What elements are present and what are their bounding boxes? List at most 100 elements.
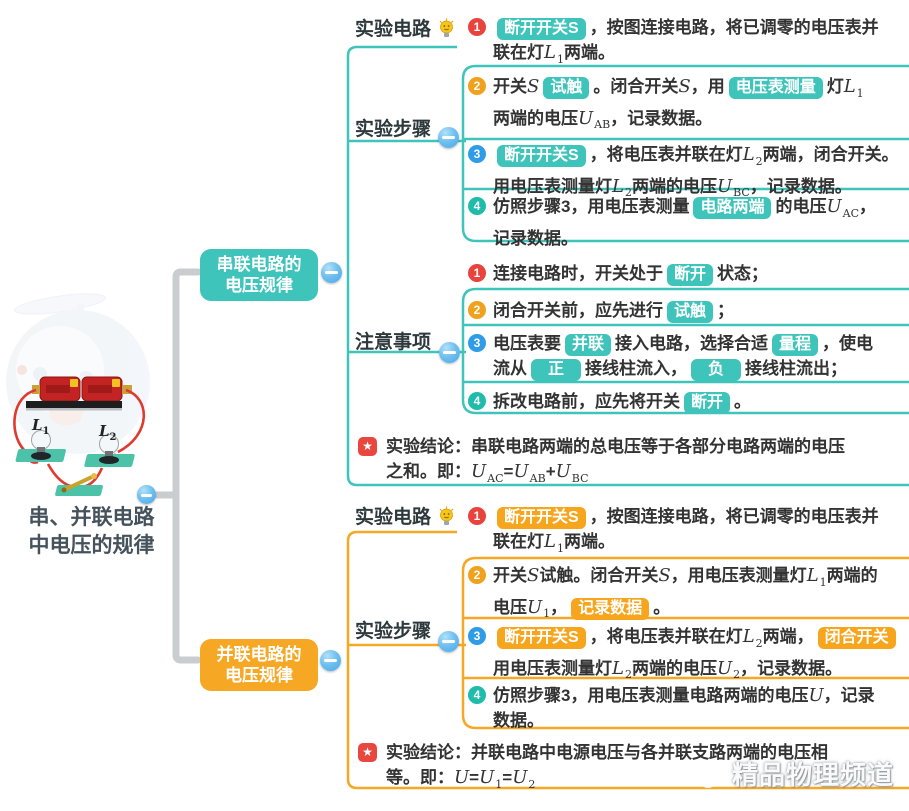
series-circuit-section[interactable]: 实验电路	[355, 14, 455, 41]
root-title-line2: 中电压的规律	[28, 534, 155, 557]
formula-variable: UBC	[555, 461, 589, 485]
parallel-conclusion[interactable]: ★ 实验结论：并联电路中电源电压与各并联支路两端的电压相等。即：U=U1=U2	[358, 740, 828, 797]
step-text: 断开开关S，将电压表并联在灯L2两端，闭合开关。用电压表测量灯L2两端的电压UB…	[493, 144, 899, 200]
formula-variable: L1	[806, 565, 827, 589]
formula-variable: U1	[527, 596, 551, 621]
watermark-text: 精品物理频道	[732, 760, 895, 790]
parallel-branch-node[interactable]: 并联电路的 电压规律	[200, 639, 318, 691]
highlight-chip: 记录数据	[571, 597, 650, 620]
parallel-circuit-label: 实验电路	[355, 507, 432, 528]
step-text: 断开开关S，按图连接电路，将已调零的电压表并联在灯L1两端。	[493, 18, 879, 66]
note-text: 连接电路时，开关处于断开状态；	[493, 261, 768, 286]
lamp1-label: L1	[32, 416, 50, 437]
lamp2-label: L2	[99, 422, 117, 443]
conclusion-text: 实验结论：串联电路两端的总电压等于各部分电路两端的电压之和。即：UAC=UAB+…	[386, 437, 845, 485]
formula-variable: L1	[544, 42, 564, 66]
formula-variable: U2	[512, 767, 536, 791]
series-conclusion[interactable]: ★ 实验结论：串联电路两端的总电压等于各部分电路两端的电压之和。即：UAC=UA…	[358, 434, 845, 491]
highlight-chip: 断开开关S	[497, 507, 586, 529]
series-steps-section[interactable]: 实验步骤	[355, 114, 431, 141]
highlight-chip: 断开	[667, 264, 714, 286]
root-collapse-button[interactable]	[137, 485, 156, 504]
note-number-badge: 3	[468, 334, 486, 352]
highlight-chip: 断开开关S	[497, 145, 586, 167]
formula-variable: U1	[479, 767, 503, 791]
series-note-4[interactable]: 4 拆改电路前，应先将开关断开。	[468, 389, 751, 414]
step-number-badge: 3	[468, 627, 486, 645]
step-text: 开关S试触。闭合开关S，用电压表测量灯L1两端的电压U1，记录数据。	[493, 565, 878, 621]
formula-variable: L1	[843, 76, 864, 100]
series-notes-label: 注意事项	[355, 332, 432, 353]
highlight-chip: 试触	[667, 301, 714, 323]
formula-variable: L2	[742, 144, 763, 168]
series-branch-node[interactable]: 串联电路的 电压规律	[200, 249, 318, 301]
circuit-photo	[6, 293, 150, 496]
highlight-chip: 断开	[684, 392, 731, 414]
step-number-badge: 2	[468, 566, 486, 584]
step-text: 断开开关S，按图连接电路，将已调零的电压表并联在灯L1两端。	[493, 507, 879, 555]
formula-variable: L2	[742, 626, 763, 650]
root-topic[interactable]: 串、并联电路 中电压的规律	[4, 504, 179, 560]
series-notes-collapse-button[interactable]	[439, 342, 460, 363]
note-number-badge: 4	[468, 392, 486, 410]
note-text: 电压表要并联接入电路，选择合适量程，使电流从正接线柱流入，负接线柱流出；	[493, 331, 873, 381]
series-step-4[interactable]: 4 仿照步骤3，用电压表测量电路两端的电压UAC，记录数据。	[468, 194, 876, 251]
parallel-step-1[interactable]: 1 断开开关S，按图连接电路，将已调零的电压表并联在灯L1两端。	[468, 504, 879, 561]
highlight-chip: 断开开关S	[497, 18, 586, 40]
step-text: 仿照步骤3，用电压表测量电路两端的电压UAC，记录数据。	[493, 196, 877, 248]
series-steps-collapse-button[interactable]	[438, 127, 459, 148]
parallel-step-4[interactable]: 4 仿照步骤3，用电压表测量电路两端的电压U，记录数据。	[468, 683, 875, 733]
highlight-chip: 正	[531, 359, 582, 381]
series-note-3[interactable]: 3 电压表要并联接入电路，选择合适量程，使电流从正接线柱流入，负接线柱流出；	[468, 331, 873, 381]
note-text: 闭合开关前，应先进行试触；	[493, 298, 734, 323]
formula-variable: UAC	[471, 461, 504, 485]
step-number-badge: 4	[468, 197, 486, 215]
root-title-line1: 串、并联电路	[28, 506, 155, 529]
formula-variable: S	[527, 76, 540, 97]
formula-variable: U2	[716, 657, 741, 682]
step-number-badge: 1	[468, 507, 486, 525]
formula-variable: L2	[612, 657, 632, 682]
parallel-step-2[interactable]: 2 开关S试触。闭合开关S，用电压表测量灯L1两端的电压U1，记录数据。	[468, 563, 878, 626]
parallel-node-line2: 电压规律	[225, 666, 293, 685]
parallel-node-line1: 并联电路的	[216, 645, 302, 664]
parallel-circuit-section[interactable]: 实验电路	[355, 502, 455, 529]
formula-variable: L1	[544, 531, 564, 555]
switch	[55, 473, 103, 496]
parallel-collapse-button[interactable]	[320, 650, 341, 671]
step-number-badge: 2	[468, 77, 486, 95]
series-notes-section[interactable]: 注意事项	[355, 327, 431, 354]
highlight-chip: 试触	[543, 77, 590, 99]
formula-variable: UBC	[716, 175, 750, 200]
parallel-steps-label: 实验步骤	[355, 621, 432, 642]
note-number-badge: 2	[468, 301, 486, 319]
parallel-step-3[interactable]: 3 断开开关S，将电压表并联在灯L2两端，闭合开关用电压表测量灯L2两端的电压U…	[468, 624, 900, 687]
formula-variable: S	[678, 76, 691, 97]
parallel-steps-section[interactable]: 实验步骤	[355, 616, 431, 643]
star-icon: ★	[358, 437, 377, 456]
watermark-copter-icon	[694, 760, 722, 788]
highlight-chip: 量程	[772, 334, 819, 356]
series-note-1[interactable]: 1 连接电路时，开关处于断开状态；	[468, 261, 768, 286]
conclusion-text: 实验结论：并联电路中电源电压与各并联支路两端的电压相等。即：U=U1=U2	[386, 743, 828, 791]
formula-variable: UAB	[578, 107, 611, 132]
note-text: 拆改电路前，应先将开关断开。	[493, 389, 751, 414]
parallel-steps-collapse-button[interactable]	[438, 631, 459, 652]
root-illustration: L1 L2	[0, 282, 212, 508]
highlight-chip: 并联	[565, 334, 612, 356]
highlight-chip: 电压表测量	[728, 77, 823, 99]
step-text: 仿照步骤3，用电压表测量电路两端的电压U，记录数据。	[493, 685, 875, 730]
series-collapse-button[interactable]	[321, 262, 342, 283]
series-step-1[interactable]: 1 断开开关S，按图连接电路，将已调零的电压表并联在灯L1两端。	[468, 15, 879, 72]
formula-variable: U	[454, 767, 470, 788]
series-node-line2: 电压规律	[225, 276, 293, 295]
highlight-chip: 负	[691, 359, 742, 381]
lamp-2	[84, 434, 135, 467]
watermark: 精品物理频道	[692, 755, 894, 792]
series-step-3[interactable]: 3 断开开关S，将电压表并联在灯L2两端，闭合开关。用电压表测量灯L2两端的电压…	[468, 142, 899, 205]
highlight-chip: 断开开关S	[497, 627, 586, 649]
series-note-2[interactable]: 2 闭合开关前，应先进行试触；	[468, 298, 734, 323]
highlight-chip: 闭合开关	[817, 627, 896, 649]
star-icon: ★	[358, 743, 377, 762]
